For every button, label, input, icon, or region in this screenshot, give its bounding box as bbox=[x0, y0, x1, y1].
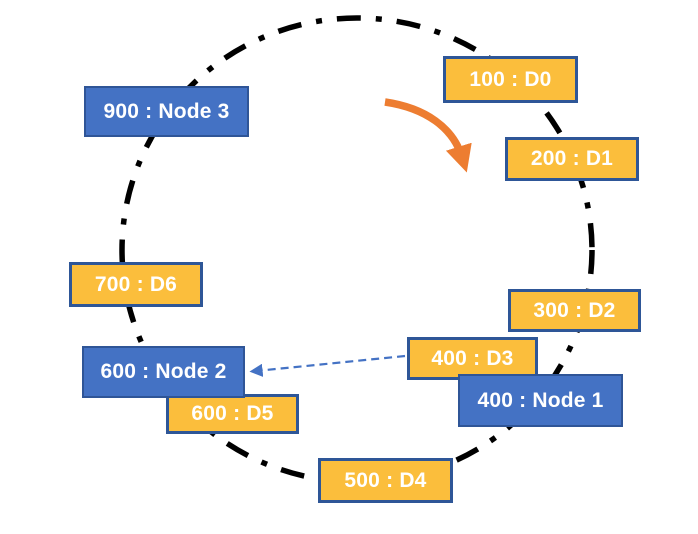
label-box-100-d0: 100 : D0 bbox=[443, 56, 578, 103]
d3-to-node2-connector-arrow bbox=[249, 354, 406, 377]
label-box-600-d5: 600 : D5 bbox=[166, 394, 299, 434]
label-box-200-d1: 200 : D1 bbox=[505, 137, 639, 181]
label-box-600-node2: 600 : Node 2 bbox=[82, 346, 245, 398]
label-box-900-node3: 900 : Node 3 bbox=[84, 86, 249, 137]
label-box-300-d2: 300 : D2 bbox=[508, 289, 641, 332]
label-box-400-node1: 400 : Node 1 bbox=[458, 374, 623, 427]
label-box-500-d4: 500 : D4 bbox=[318, 458, 453, 503]
label-box-700-d6: 700 : D6 bbox=[69, 262, 203, 307]
clockwise-direction-arrow bbox=[384, 98, 472, 173]
